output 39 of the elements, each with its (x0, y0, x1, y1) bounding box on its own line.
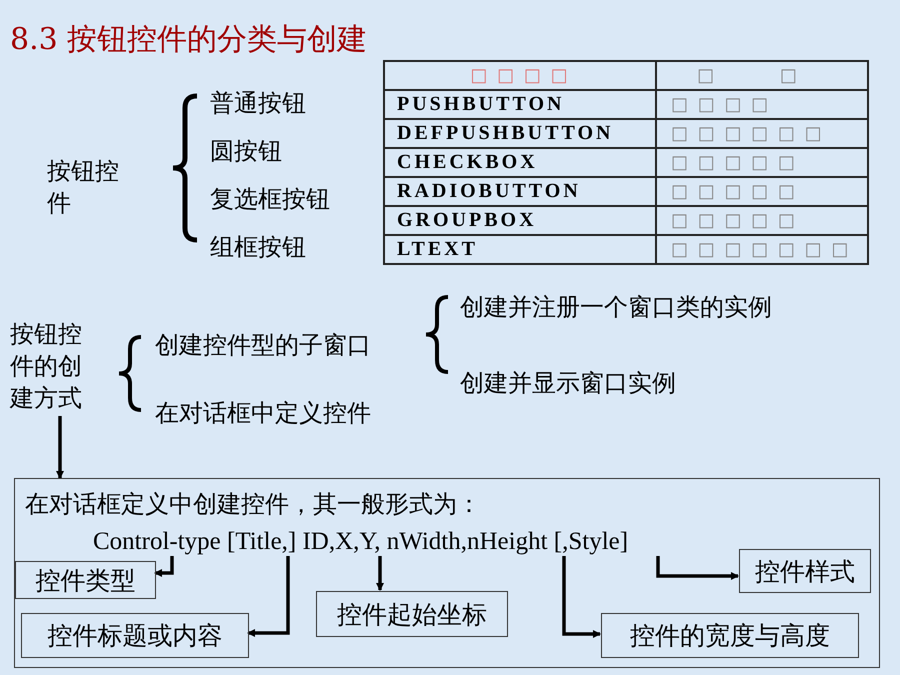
arrow (376, 556, 384, 591)
item-label: 创建并显示窗口实例 (460, 368, 676, 398)
table-cell: LTEXT (384, 235, 656, 264)
part-box: 控件的宽度与高度 (601, 613, 859, 658)
item-label: 组框按钮 (210, 232, 306, 262)
item-label: 在对话框中定义控件 (155, 398, 371, 428)
table-cell: □ □ □ □ □ (656, 206, 868, 235)
category-label: 按钮控件 (47, 156, 120, 219)
arrow (56, 416, 64, 479)
arrow (154, 556, 174, 577)
part-box: 控件样式 (739, 549, 871, 593)
part-box: 控件起始坐标 (316, 591, 508, 637)
table-cell: GROUPBOX (384, 206, 656, 235)
slide-title: 8.3 按钮控件的分类与创建 (10, 22, 368, 58)
arrow (247, 556, 290, 637)
table-cell: RADIOBUTTON (384, 177, 656, 206)
arrow (562, 556, 601, 638)
table-cell: □ □ □ □ □ (656, 148, 868, 177)
table-cell: □ □ □ □ □ (656, 177, 868, 206)
item-label: 复选框按钮 (210, 184, 330, 214)
syntax-text: Control-type [Title,] ID,X,Y, nWidth,nHeight [,Style] (93, 527, 739, 557)
item-label: 创建并注册一个窗口类的实例 (460, 292, 772, 322)
item-label: 普通按钮 (210, 88, 306, 118)
form-box (14, 478, 880, 668)
table-cell: □ □ □ □ (656, 90, 868, 119)
item-label: 圆按钮 (210, 136, 282, 166)
table-cell: □ □ (656, 61, 868, 90)
table-cell: □ □ □ □ □ □ □ (656, 235, 868, 264)
form-heading: 在对话框定义中创建控件，其一般形式为： (25, 489, 481, 519)
item-label: 创建控件型的子窗口 (155, 330, 371, 360)
table-cell: CHECKBOX (384, 148, 656, 177)
arrow (656, 556, 739, 580)
table-cell: □ □ □ □ □ □ (656, 119, 868, 148)
table-cell: □ □ □ □ (384, 61, 656, 90)
table-cell: PUSHBUTTON (384, 90, 656, 119)
table-cell: DEFPUSHBUTTON (384, 119, 656, 148)
part-box: 控件标题或内容 (21, 613, 249, 658)
method-label: 按钮控件的创建方式 (10, 318, 96, 416)
part-box: 控件类型 (15, 561, 156, 599)
